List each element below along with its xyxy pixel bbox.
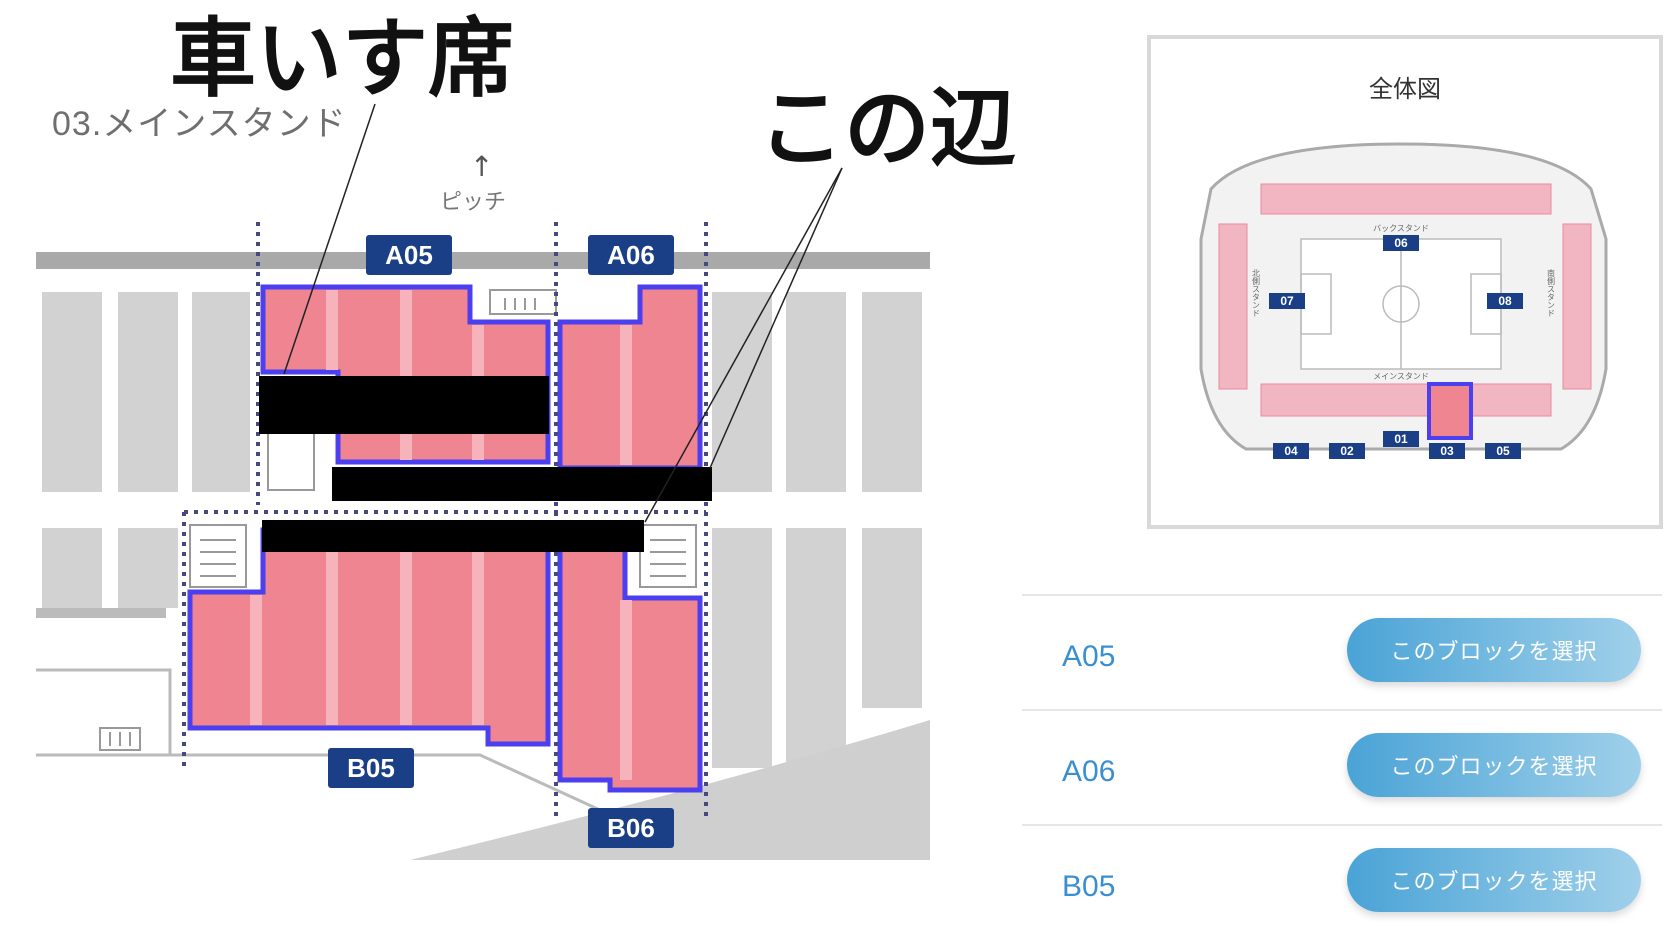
block-row-a06: A06 このブロックを選択 (1022, 709, 1662, 824)
overview-block-03[interactable]: 03 (1440, 444, 1454, 458)
pitch-label: ピッチ (440, 190, 507, 215)
annotation-wheelchair: 車いす席 (170, 9, 514, 109)
annotation-this-area: この辺 (758, 79, 1016, 179)
seats-b05[interactable] (187, 527, 551, 747)
overview-block-08[interactable]: 08 (1498, 294, 1512, 308)
stair-lines (109, 298, 686, 746)
seat-map-screen: A05 A06 B05 B06 車いす席 この辺 03.メインスタンド ↑ ピッ… (36, 9, 1663, 912)
select-block-b05-button[interactable]: このブロックを選択 (1347, 848, 1641, 912)
north-stand-label: 北側スタンド (1252, 269, 1261, 317)
pitch-arrow-icon: ↑ (470, 150, 494, 183)
block-boundaries (182, 222, 708, 820)
overview-block-01[interactable]: 01 (1394, 432, 1408, 446)
back-stand-label: バックスタンド (1373, 224, 1429, 233)
south-stand-label: 南側スタンド (1547, 268, 1556, 317)
overview-block-02[interactable]: 02 (1340, 444, 1354, 458)
overview-block-07[interactable]: 07 (1280, 294, 1294, 308)
label-a06: A06 (607, 240, 655, 270)
block-selection-list: A05 このブロックを選択 A06 このブロックを選択 B05 このブロックを選… (1022, 594, 1662, 939)
label-b05: B05 (347, 753, 395, 783)
block-name: A06 (1062, 755, 1116, 788)
overview-title: 全体図 (1369, 75, 1441, 103)
select-block-a06-button[interactable]: このブロックを選択 (1347, 733, 1641, 797)
overview-selected-block-03[interactable] (1427, 382, 1473, 440)
upper-structure (36, 252, 930, 269)
redaction-bars (259, 376, 712, 552)
map-block-labels: A05 A06 B05 B06 (328, 235, 674, 848)
block-map: A05 A06 B05 B06 車いす席 この辺 (36, 9, 1016, 860)
overview-block-numbers: 06 07 08 01 04 02 03 05 (1280, 236, 1512, 458)
label-b06: B06 (607, 813, 655, 843)
select-block-a05-button[interactable]: このブロックを選択 (1347, 618, 1641, 682)
stadium-stands (1218, 183, 1592, 417)
stadium-overview-map[interactable]: バックスタンド メインスタンド 北側スタンド 南側スタンド 06 07 08 0… (1151, 39, 1659, 525)
section-title: 03.メインスタンド (52, 105, 347, 143)
neighbor-blocks-left (42, 292, 250, 608)
road (410, 720, 930, 860)
block-row-b05: B05 このブロックを選択 (1022, 824, 1662, 939)
overview-block-tags (1269, 235, 1523, 459)
label-a05: A05 (385, 240, 433, 270)
block-row-a05: A05 このブロックを選択 (1022, 594, 1662, 709)
annotation-pointers (283, 103, 843, 523)
overview-block-04[interactable]: 04 (1284, 444, 1298, 458)
overview-panel: 全体図 バックスタンド メインスタンド 北側スタンド 南側スタンド (1147, 35, 1663, 529)
block-name: A05 (1062, 640, 1116, 673)
block-name: B05 (1062, 870, 1116, 903)
neighbor-blocks-right (712, 292, 922, 768)
main-stand-label: メインスタンド (1373, 372, 1429, 381)
overview-block-06[interactable]: 06 (1394, 236, 1408, 250)
overview-block-05[interactable]: 05 (1496, 444, 1510, 458)
